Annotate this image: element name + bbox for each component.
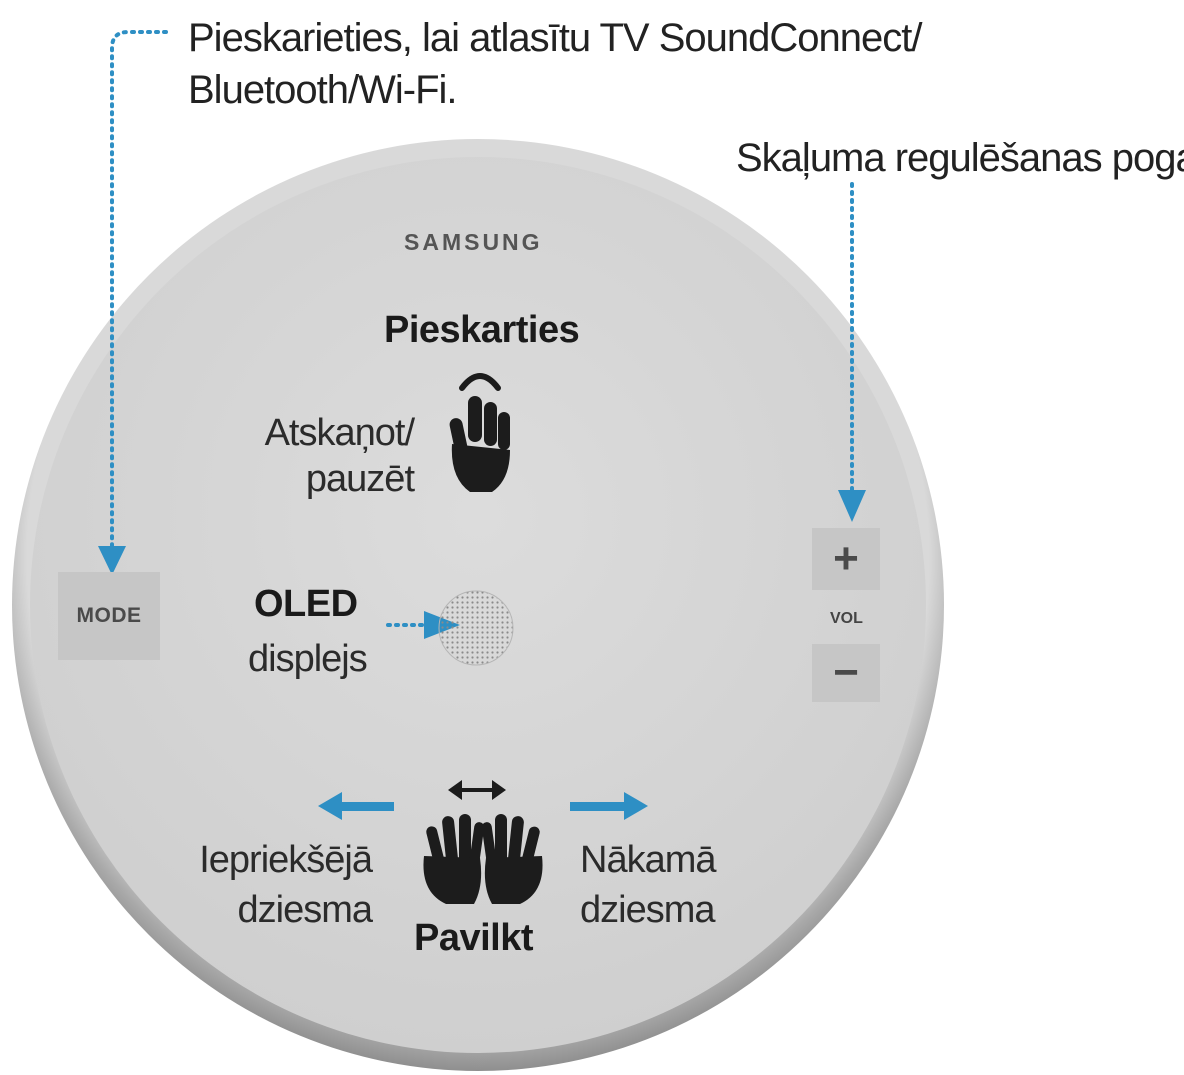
next-track-line-2: dziesma [580, 889, 715, 931]
oled-subtitle: displejs [248, 638, 368, 680]
mode-callout-line [110, 30, 168, 550]
previous-track-label: Iepriekšējā dziesma [186, 835, 374, 935]
play-pause-line-1: Atskaņot/ [264, 412, 415, 454]
mode-callout-arrowhead [98, 546, 126, 575]
play-pause-line-2: pauzēt [305, 458, 415, 500]
volume-callout-arrowhead [838, 490, 866, 522]
volume-up-button[interactable]: + [812, 528, 880, 590]
oled-display-icon [438, 590, 514, 666]
play-pause-label: Atskaņot/ pauzēt [248, 410, 415, 502]
mode-button[interactable]: MODE [58, 572, 160, 660]
swipe-hands-icon [423, 814, 543, 904]
right-arrow-icon [570, 792, 648, 820]
oled-title: OLED [254, 583, 358, 625]
volume-down-button[interactable]: − [812, 644, 880, 702]
previous-track-line-2: dziesma [237, 889, 374, 931]
next-track-label: Nākamā dziesma [580, 835, 716, 935]
volume-label: VOL [830, 610, 863, 627]
brand-logo: SAMSUNG [404, 229, 543, 255]
volume-callout-text: Skaļuma regulēšanas poga [736, 136, 1184, 180]
tap-gesture-title: Pieskarties [384, 309, 580, 351]
next-track-line-1: Nākamā [580, 839, 716, 881]
mode-callout-text: Pieskarieties, lai atlasītu TV SoundConn… [188, 12, 922, 116]
mode-callout-line-2: Bluetooth/Wi-Fi. [188, 68, 458, 112]
mode-callout-line-1: Pieskarieties, lai atlasītu TV SoundConn… [188, 16, 922, 60]
swipe-gesture-title: Pavilkt [414, 917, 534, 959]
mode-button-label: MODE [76, 604, 142, 627]
left-arrow-icon [318, 792, 394, 820]
tap-hand-icon [449, 373, 510, 492]
previous-track-line-1: Iepriekšējā [199, 839, 373, 881]
